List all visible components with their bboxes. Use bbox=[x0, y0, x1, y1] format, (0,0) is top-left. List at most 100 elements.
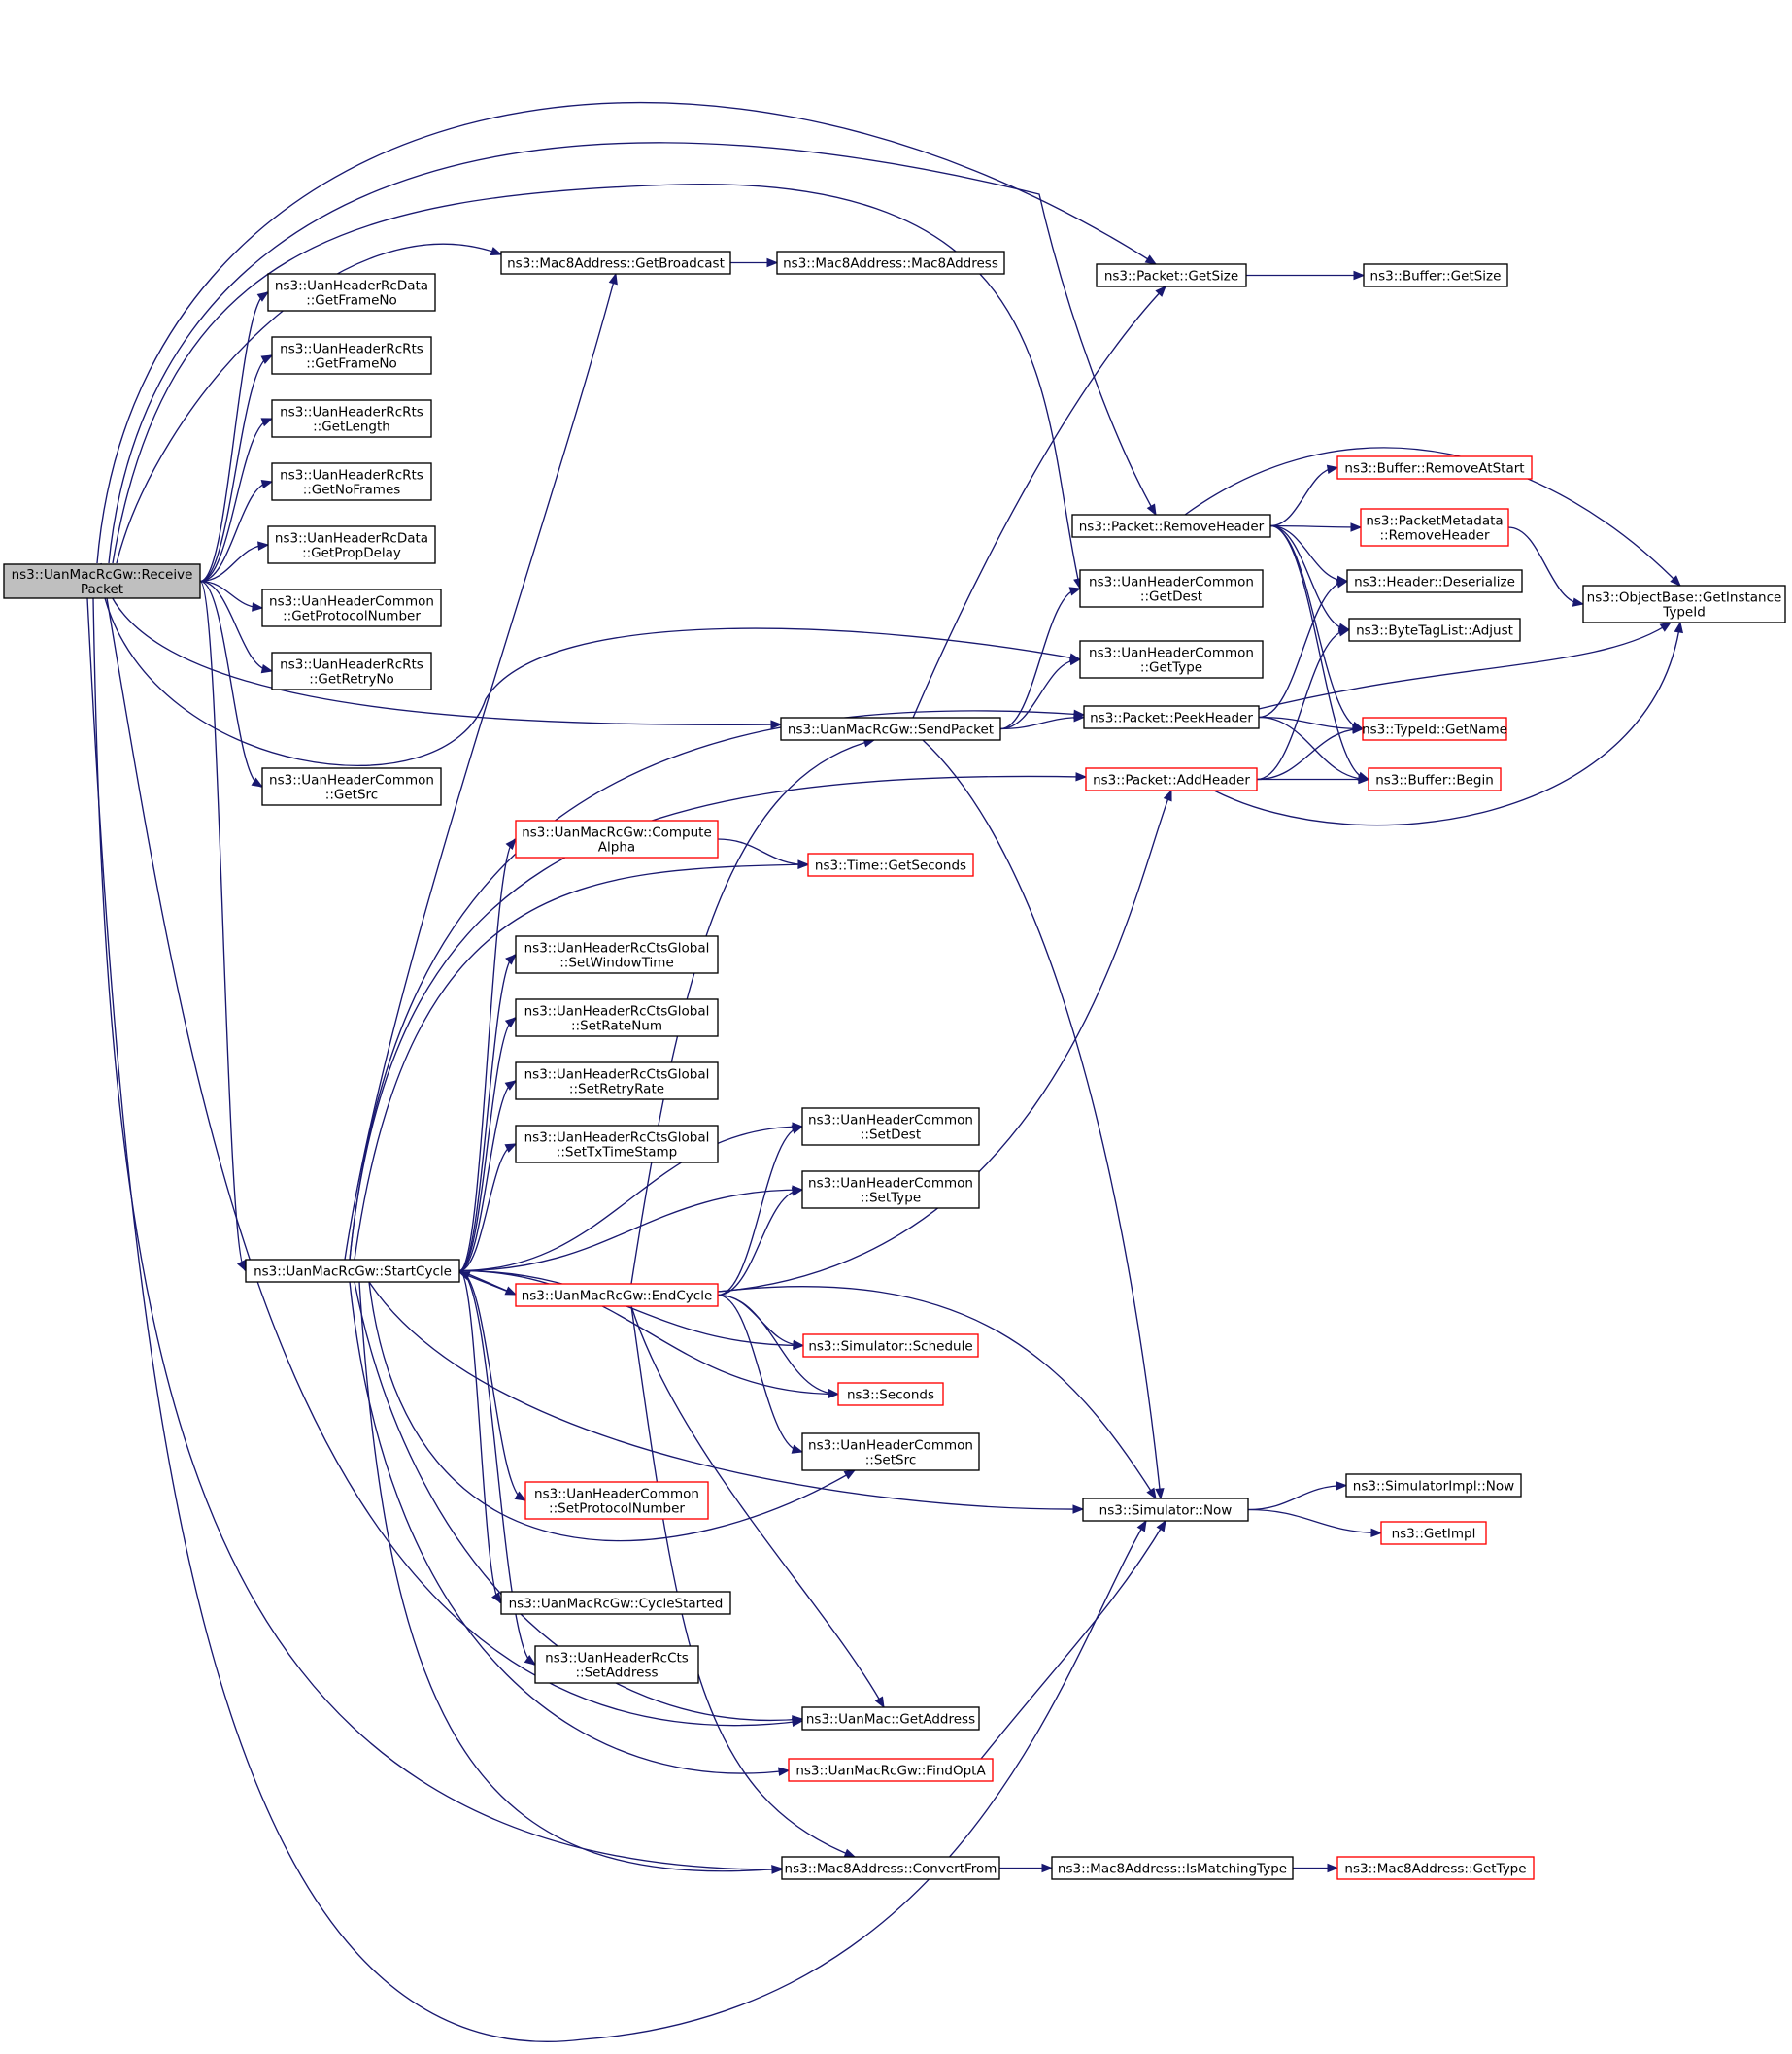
node-box[interactable] bbox=[1380, 1521, 1487, 1545]
node-box[interactable] bbox=[1083, 705, 1260, 729]
node-box[interactable] bbox=[515, 935, 719, 974]
node-box[interactable] bbox=[776, 251, 1005, 275]
node-box[interactable] bbox=[515, 820, 719, 859]
node-box[interactable] bbox=[271, 399, 432, 438]
node-n3[interactable]: ns3::UanHeaderRcData::GetFrameNo bbox=[267, 273, 436, 312]
node-box[interactable] bbox=[271, 336, 432, 375]
node-n31[interactable]: ns3::Packet::GetSize bbox=[1096, 263, 1247, 287]
node-n48[interactable]: ns3::Mac8Address::IsMatchingType bbox=[1051, 1856, 1294, 1880]
node-box[interactable] bbox=[271, 652, 432, 690]
node-box[interactable] bbox=[1360, 508, 1509, 547]
node-n13[interactable]: ns3::UanHeaderRcCtsGlobal::SetWindowTime bbox=[515, 935, 719, 974]
node-box[interactable] bbox=[788, 1758, 994, 1782]
node-box[interactable] bbox=[1362, 717, 1507, 741]
node-n18[interactable]: ns3::UanHeaderCommon::SetProtocolNumber bbox=[524, 1481, 709, 1520]
node-n6[interactable]: ns3::UanHeaderRcRts::GetNoFrames bbox=[271, 462, 432, 501]
node-box[interactable] bbox=[1079, 569, 1264, 608]
node-box[interactable] bbox=[837, 1382, 944, 1406]
node-n26[interactable]: ns3::Seconds bbox=[837, 1382, 944, 1406]
node-n19[interactable]: ns3::UanMacRcGw::CycleStarted bbox=[500, 1591, 731, 1615]
node-n2[interactable]: ns3::Mac8Address::Mac8Address bbox=[776, 251, 1005, 275]
node-n10[interactable]: ns3::UanHeaderCommon::GetSrc bbox=[261, 767, 442, 806]
node-box[interactable] bbox=[801, 1706, 980, 1731]
node-n28[interactable]: ns3::UanMac::GetAddress bbox=[801, 1706, 980, 1731]
node-n30[interactable]: ns3::Mac8Address::ConvertFrom bbox=[781, 1856, 1000, 1880]
node-box[interactable] bbox=[267, 273, 436, 312]
node-n41[interactable]: ns3::ByteTagList::Adjust bbox=[1348, 618, 1521, 642]
node-n23[interactable]: ns3::UanHeaderCommon::SetDest bbox=[801, 1107, 980, 1146]
node-n25[interactable]: ns3::Simulator::Schedule bbox=[802, 1333, 979, 1358]
node-box[interactable] bbox=[1582, 585, 1786, 623]
node-box[interactable] bbox=[1336, 1856, 1535, 1880]
node-box[interactable] bbox=[261, 767, 442, 806]
node-box[interactable] bbox=[801, 1170, 980, 1209]
node-box[interactable] bbox=[1079, 640, 1264, 679]
node-n34[interactable]: ns3::Buffer::RemoveAtStart bbox=[1336, 455, 1533, 480]
node-box[interactable] bbox=[1085, 767, 1258, 791]
node-box[interactable] bbox=[1348, 618, 1521, 642]
node-box[interactable] bbox=[802, 1333, 979, 1358]
node-box[interactable] bbox=[534, 1645, 699, 1684]
node-n21[interactable]: ns3::UanMacRcGw::SendPacket bbox=[780, 717, 1001, 741]
node-box[interactable] bbox=[1336, 455, 1533, 480]
node-box[interactable] bbox=[1368, 767, 1502, 791]
node-box[interactable] bbox=[524, 1481, 709, 1520]
node-box[interactable] bbox=[3, 563, 201, 599]
node-box[interactable] bbox=[780, 717, 1001, 741]
node-box[interactable] bbox=[801, 1432, 980, 1471]
node-box[interactable] bbox=[801, 1107, 980, 1146]
node-box[interactable] bbox=[1096, 263, 1247, 287]
node-n17[interactable]: ns3::UanMacRcGw::EndCycle bbox=[515, 1283, 719, 1307]
node-n43[interactable]: ns3::Buffer::Begin bbox=[1368, 767, 1502, 791]
node-n4[interactable]: ns3::UanHeaderRcRts::GetFrameNo bbox=[271, 336, 432, 375]
node-n27[interactable]: ns3::UanHeaderCommon::SetSrc bbox=[801, 1432, 980, 1471]
node-n39[interactable]: ns3::Packet::AddHeader bbox=[1085, 767, 1258, 791]
node-box[interactable] bbox=[1345, 1473, 1522, 1498]
node-n37[interactable]: ns3::UanHeaderCommon::GetType bbox=[1079, 640, 1264, 679]
node-n32[interactable]: ns3::Buffer::GetSize bbox=[1363, 263, 1508, 287]
node-n9[interactable]: ns3::UanHeaderRcRts::GetRetryNo bbox=[271, 652, 432, 690]
node-n14[interactable]: ns3::UanHeaderRcCtsGlobal::SetRateNum bbox=[515, 998, 719, 1037]
node-n46[interactable]: ns3::SimulatorImpl::Now bbox=[1345, 1473, 1522, 1498]
node-n8[interactable]: ns3::UanHeaderCommon::GetProtocolNumber bbox=[261, 589, 442, 627]
node-box[interactable] bbox=[267, 525, 436, 564]
node-n33[interactable]: ns3::Packet::RemoveHeader bbox=[1071, 514, 1271, 538]
node-n42[interactable]: ns3::TypeId::GetName bbox=[1362, 717, 1507, 741]
node-n36[interactable]: ns3::UanHeaderCommon::GetDest bbox=[1079, 569, 1264, 608]
node-box[interactable] bbox=[261, 589, 442, 627]
node-box[interactable] bbox=[1082, 1498, 1249, 1522]
node-box[interactable] bbox=[515, 1283, 719, 1307]
node-n29[interactable]: ns3::UanMacRcGw::FindOptA bbox=[788, 1758, 994, 1782]
node-n16[interactable]: ns3::UanHeaderRcCtsGlobal::SetTxTimeStam… bbox=[515, 1125, 719, 1163]
node-n35[interactable]: ns3::PacketMetadata::RemoveHeader bbox=[1360, 508, 1509, 547]
node-box[interactable] bbox=[500, 251, 731, 275]
node-box[interactable] bbox=[1051, 1856, 1294, 1880]
node-box[interactable] bbox=[515, 1061, 719, 1100]
node-box[interactable] bbox=[515, 998, 719, 1037]
node-n11[interactable]: ns3::UanMacRcGw::StartCycle bbox=[245, 1259, 460, 1283]
node-box[interactable] bbox=[245, 1259, 460, 1283]
node-n49[interactable]: ns3::Mac8Address::GetType bbox=[1336, 1856, 1535, 1880]
node-n22[interactable]: ns3::Time::GetSeconds bbox=[807, 853, 974, 877]
node-n38[interactable]: ns3::Packet::PeekHeader bbox=[1083, 705, 1260, 729]
node-n47[interactable]: ns3::GetImpl bbox=[1380, 1521, 1487, 1545]
node-n7[interactable]: ns3::UanHeaderRcData::GetPropDelay bbox=[267, 525, 436, 564]
node-n40[interactable]: ns3::Header::Deserialize bbox=[1346, 569, 1523, 593]
node-n24[interactable]: ns3::UanHeaderCommon::SetType bbox=[801, 1170, 980, 1209]
node-box[interactable] bbox=[1071, 514, 1271, 538]
node-box[interactable] bbox=[1346, 569, 1523, 593]
node-box[interactable] bbox=[1363, 263, 1508, 287]
node-box[interactable] bbox=[781, 1856, 1000, 1880]
node-n45[interactable]: ns3::Simulator::Now bbox=[1082, 1498, 1249, 1522]
node-box[interactable] bbox=[500, 1591, 731, 1615]
node-n20[interactable]: ns3::UanHeaderRcCts::SetAddress bbox=[534, 1645, 699, 1684]
node-n5[interactable]: ns3::UanHeaderRcRts::GetLength bbox=[271, 399, 432, 438]
node-box[interactable] bbox=[807, 853, 974, 877]
node-n15[interactable]: ns3::UanHeaderRcCtsGlobal::SetRetryRate bbox=[515, 1061, 719, 1100]
node-box[interactable] bbox=[271, 462, 432, 501]
node-box[interactable] bbox=[515, 1125, 719, 1163]
node-n1[interactable]: ns3::Mac8Address::GetBroadcast bbox=[500, 251, 731, 275]
